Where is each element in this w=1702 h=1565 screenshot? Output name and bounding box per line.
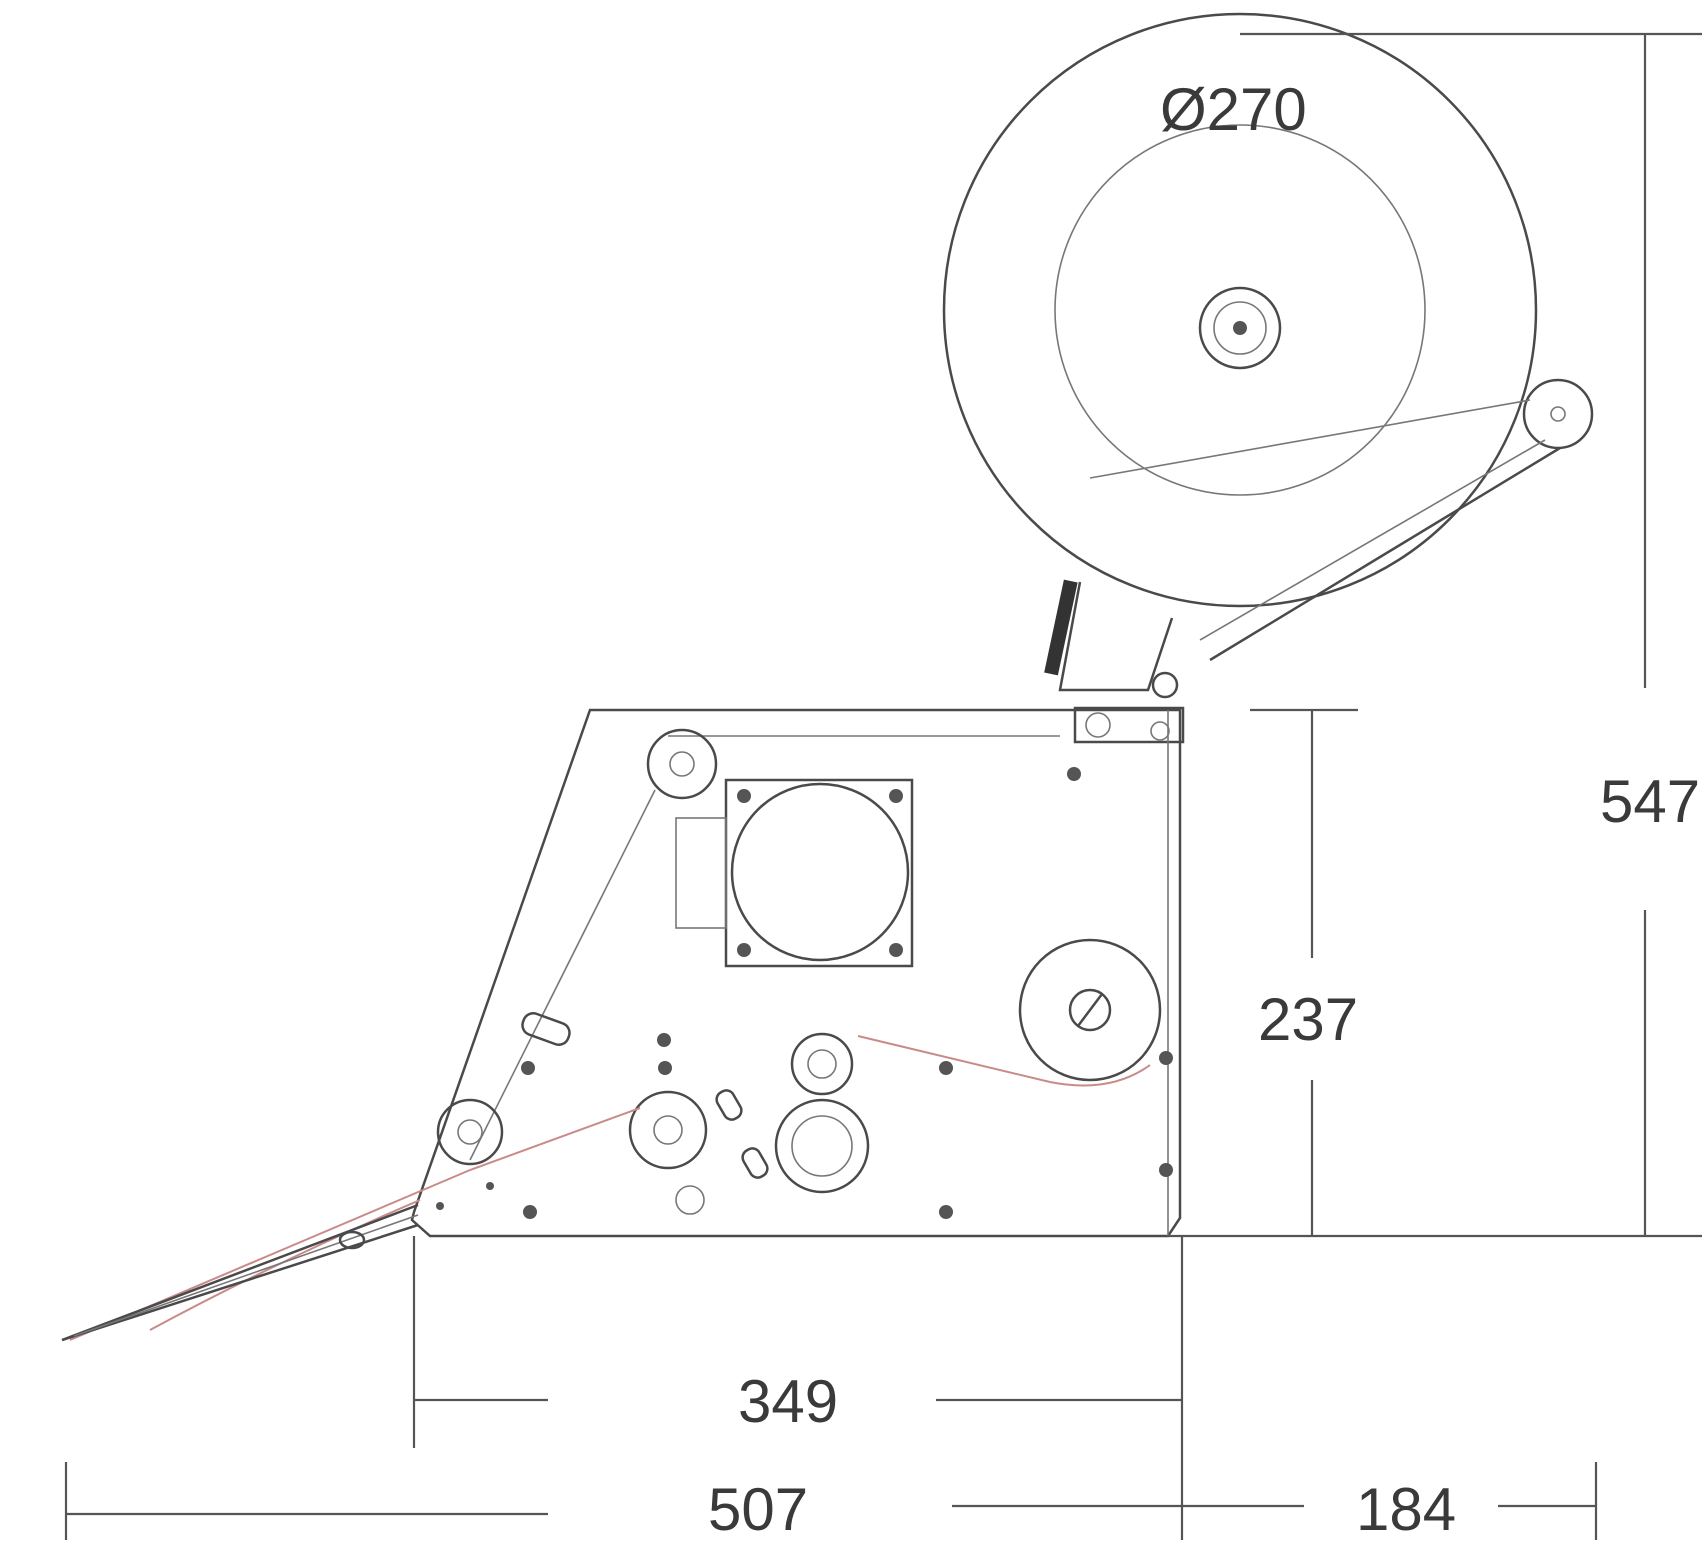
reel-diameter-label: Ø270	[1160, 76, 1307, 143]
upper-guide-roller	[469, 728, 718, 1161]
motor-unit	[675, 778, 914, 968]
mounting-screws	[436, 767, 1173, 1219]
label-web-path	[69, 1035, 1151, 1341]
total-height-label: 547	[1600, 768, 1700, 835]
right-width-label: 184	[1356, 1476, 1456, 1543]
dancer-arm	[1089, 378, 1594, 662]
lower-rollers	[436, 1012, 870, 1215]
supply-reel	[942, 12, 1538, 608]
body-height-label: 237	[1258, 986, 1358, 1053]
reel-bracket	[1044, 579, 1185, 744]
machine-body	[410, 708, 1182, 1238]
left-width-label: 507	[708, 1476, 808, 1543]
peel-plate	[61, 1203, 419, 1342]
drive-roller	[1018, 938, 1162, 1082]
body-width-label: 349	[738, 1368, 838, 1435]
dimension-lines	[64, 32, 1702, 1540]
